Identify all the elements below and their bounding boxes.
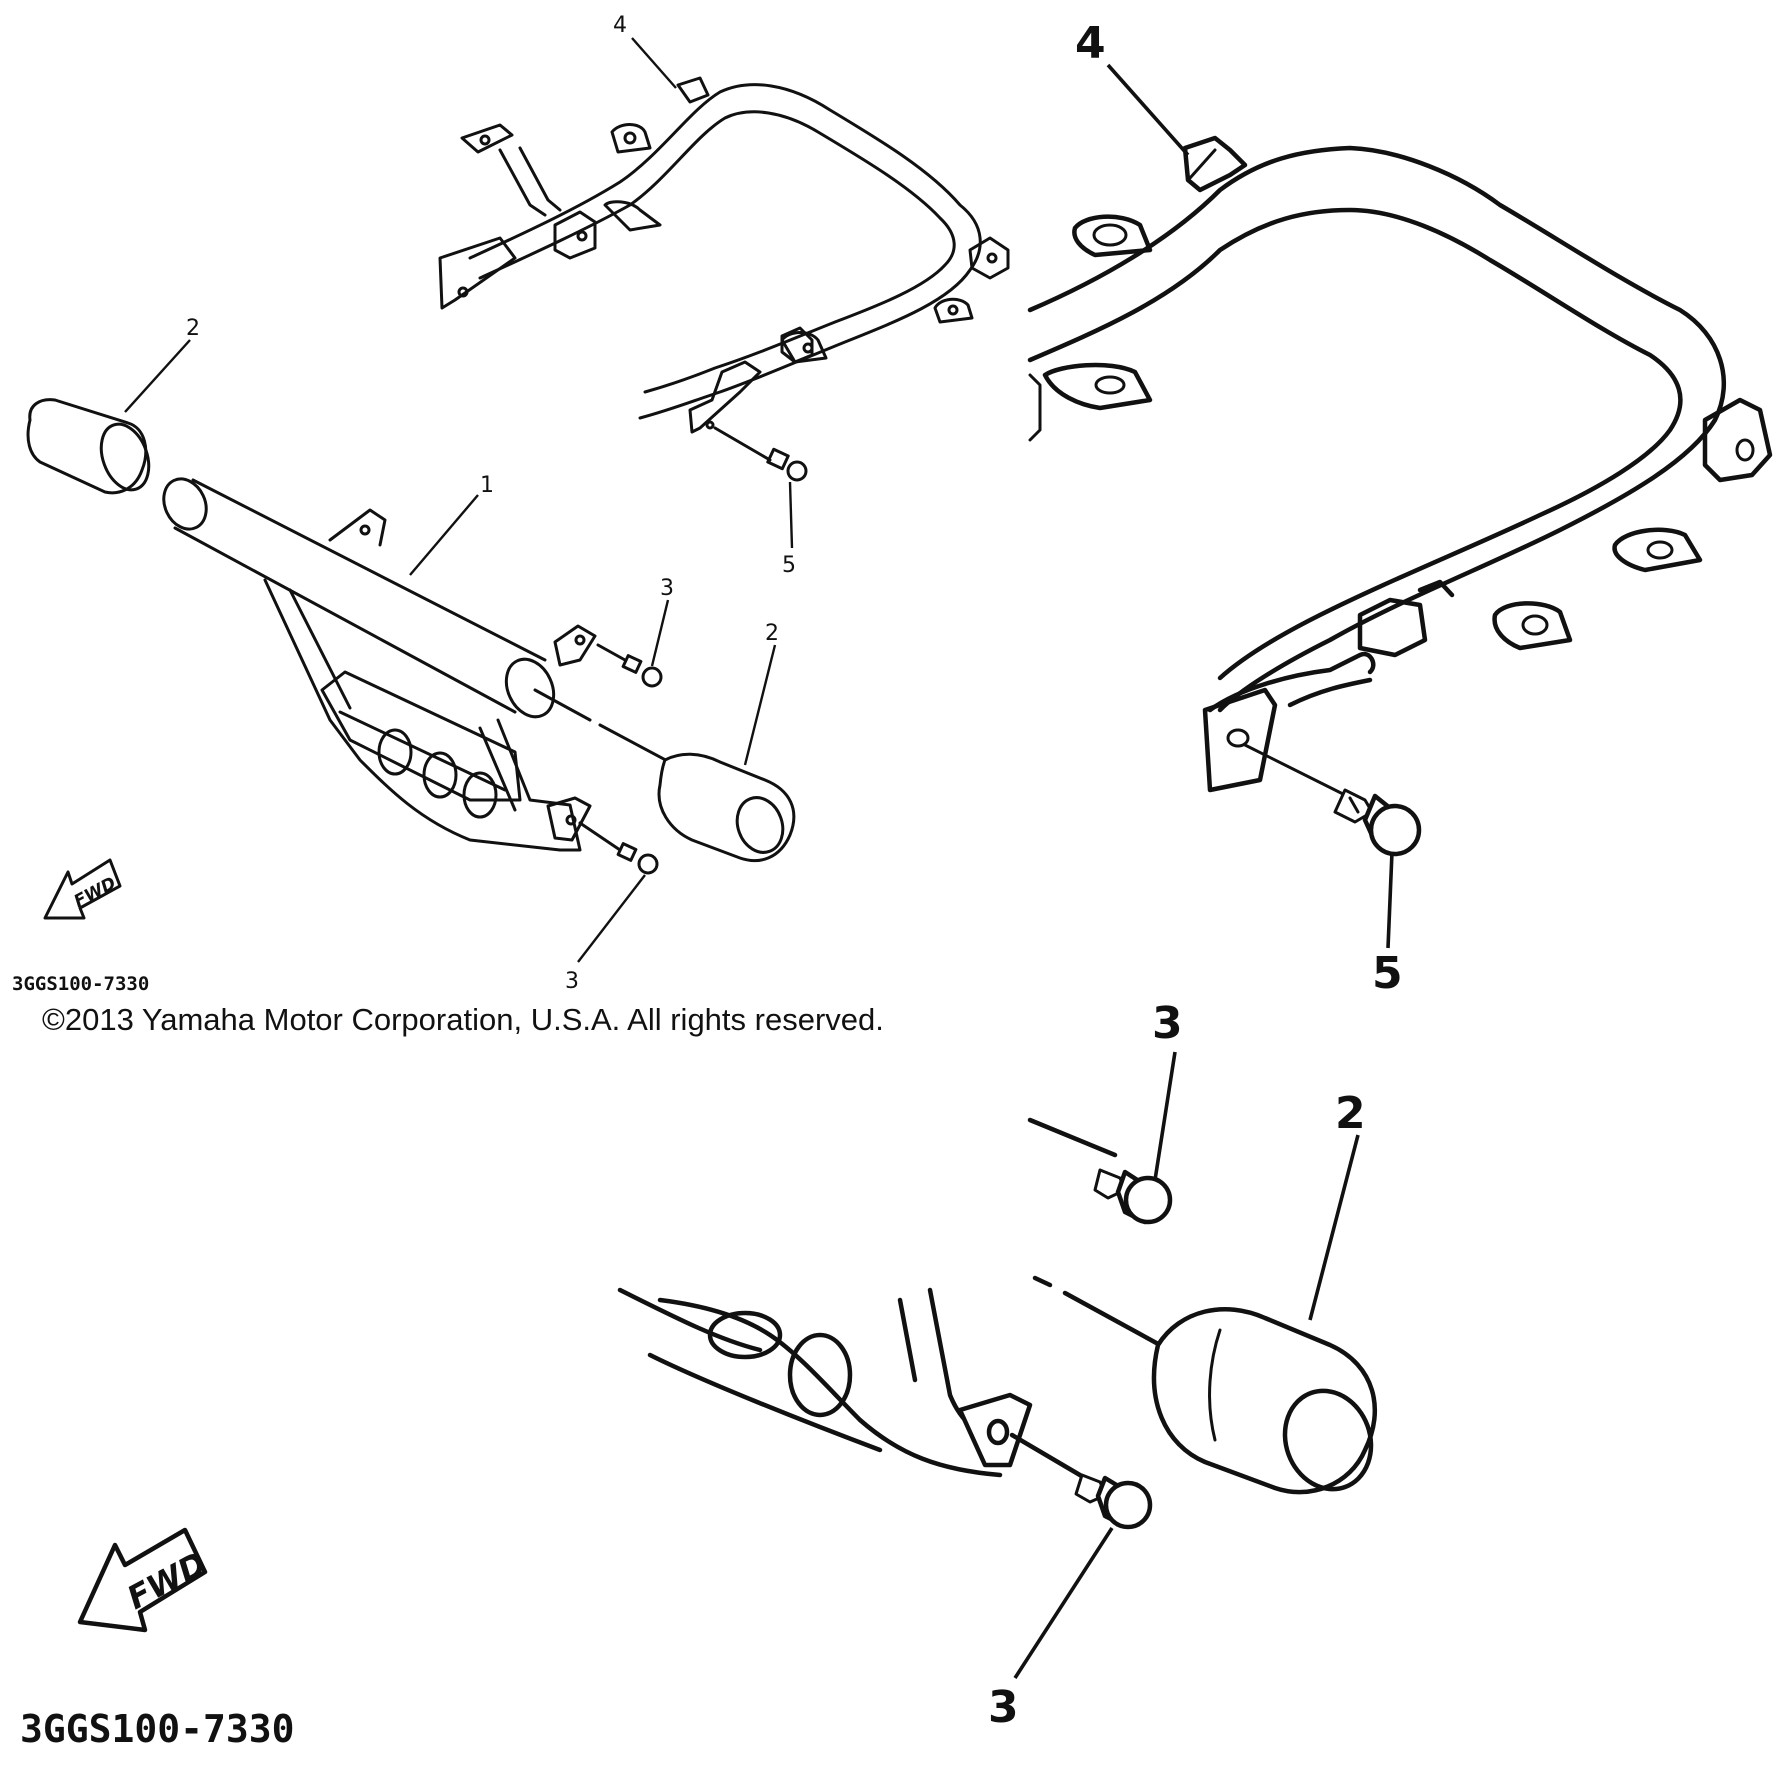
- rear-carrier-frame-small: [438, 76, 1010, 482]
- callout-3-upper-small: 3: [660, 576, 674, 601]
- bolt-3-upper-small: [621, 654, 663, 688]
- end-cap-right-small: [657, 752, 796, 863]
- callout-2-left-small: 2: [186, 316, 200, 341]
- callout-4-zoomed: 4: [1075, 18, 1106, 69]
- fwd-arrow-icon-zoomed: FWD: [77, 1527, 213, 1633]
- fwd-label-zoomed: FWD: [121, 1544, 213, 1617]
- bolt-5-zoomed: [1333, 788, 1422, 857]
- front-bumper-small: [26, 398, 796, 875]
- callout-2-right-small: 2: [765, 621, 779, 646]
- bolt-5-small: [766, 447, 808, 482]
- end-cap-left-small: [26, 398, 151, 495]
- bolt-3-lower-small: [616, 842, 659, 875]
- end-cap-zoomed: [1151, 1306, 1378, 1495]
- part-code-zoomed: 3GGS100-7330: [20, 1707, 295, 1751]
- part-code-small: 3GGS100-7330: [12, 973, 149, 995]
- fwd-arrow-icon-small: FWD: [43, 858, 122, 920]
- callout-1-small: 1: [480, 473, 494, 498]
- rear-carrier-frame-zoomed: [1027, 135, 1773, 857]
- callout-3-lower-zoomed: 3: [988, 1682, 1019, 1733]
- callout-2-zoomed: 2: [1335, 1088, 1366, 1139]
- bolt-3-lower-zoomed: [1074, 1473, 1153, 1530]
- callout-5-zoomed: 5: [1372, 948, 1403, 999]
- callout-3-upper-zoomed: 3: [1152, 998, 1183, 1049]
- callout-4-small: 4: [613, 13, 627, 38]
- bolt-3-upper-zoomed: [1093, 1168, 1173, 1225]
- callout-5-small: 5: [782, 553, 796, 578]
- callout-3-lower-small: 3: [565, 969, 579, 994]
- front-bumper-zoomed: [617, 1117, 1378, 1530]
- copyright-notice: ©2013 Yamaha Motor Corporation, U.S.A. A…: [42, 1002, 884, 1037]
